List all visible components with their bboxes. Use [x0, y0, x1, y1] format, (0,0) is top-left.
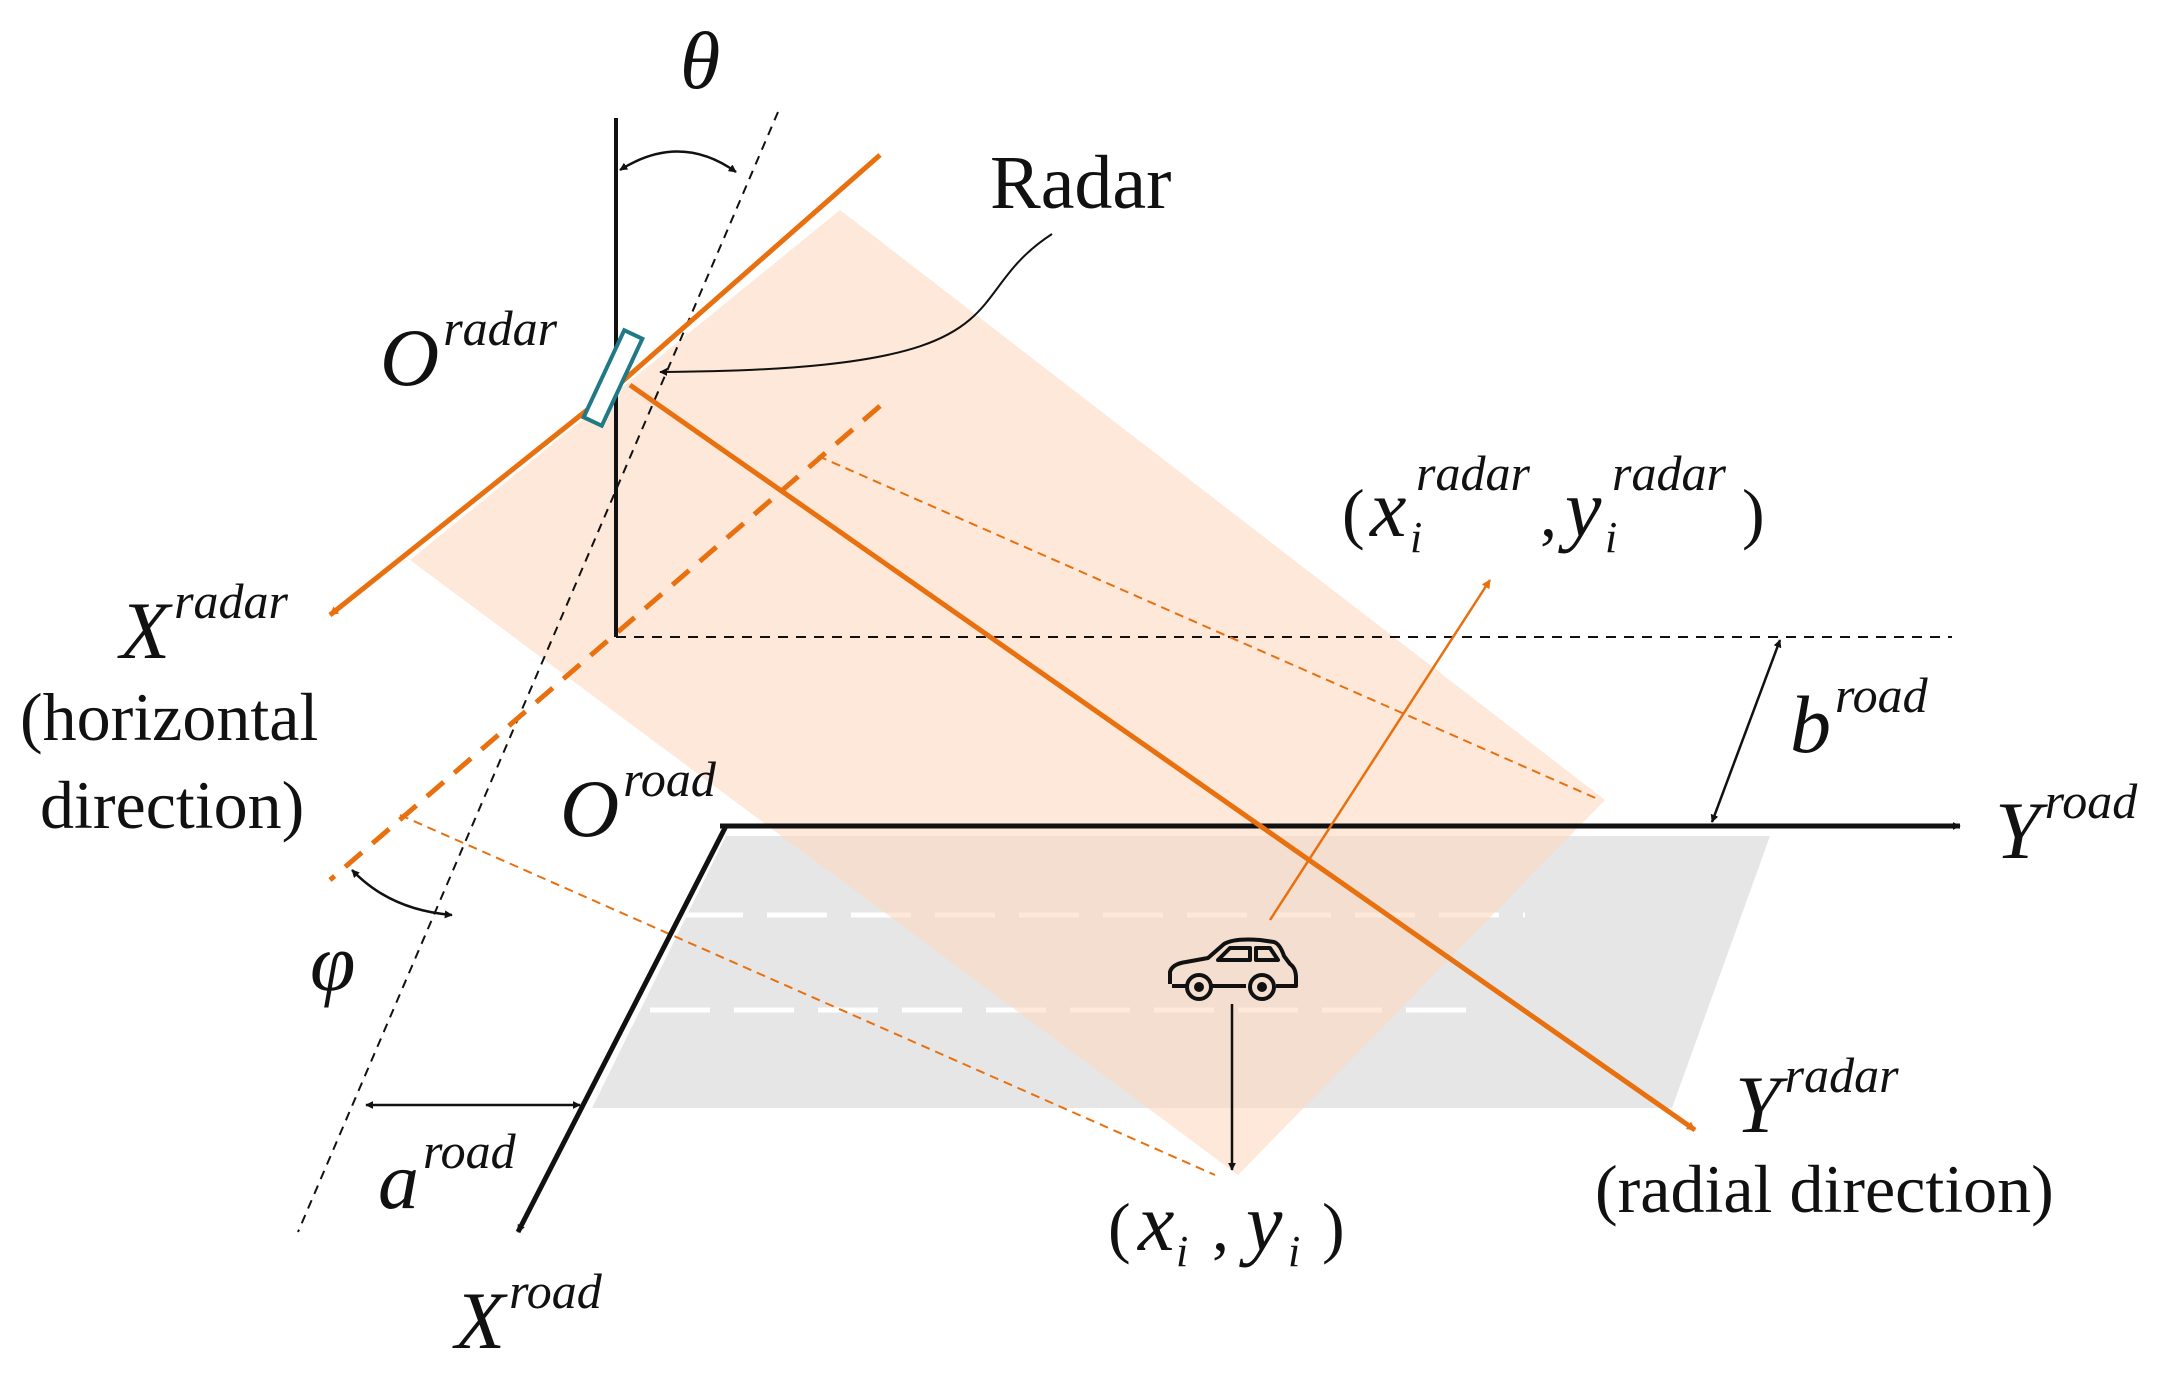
x-radar-axis [328, 385, 618, 617]
radar-point-vector [1268, 579, 1492, 921]
svg-text:i: i [1605, 513, 1617, 562]
b-road-dimension [1710, 639, 1782, 823]
tilt-reference-line [297, 111, 779, 1233]
x-road-axis [515, 824, 729, 1234]
radar-pointer-curve [659, 233, 1053, 376]
svg-text:y: y [1239, 1177, 1283, 1268]
radar-point-label: ( x i radar , y i radar ) [1342, 445, 1765, 562]
y-road-label: Y road [1995, 773, 2138, 876]
b-road-label: b road [1790, 667, 1929, 770]
road-point-label: ( x i , y i ) [1108, 1177, 1345, 1276]
projected-x-radar-axis [328, 404, 882, 882]
svg-text:x: x [1137, 1177, 1174, 1268]
car-icon [1168, 937, 1298, 1001]
svg-text:): ) [1322, 1189, 1345, 1265]
svg-text:(: ( [1342, 475, 1365, 551]
phi-label: φ [310, 917, 355, 1008]
radar-label: Radar [990, 141, 1171, 225]
svg-text:radar: radar [1416, 445, 1530, 501]
y-radar-label: Y radar [1735, 1047, 1899, 1150]
svg-text:(: ( [1108, 1189, 1131, 1265]
a-road-label: a road [378, 1123, 517, 1226]
svg-text:y: y [1558, 463, 1602, 554]
x-radar-note-line2: direction) [40, 767, 304, 843]
svg-text:): ) [1742, 475, 1765, 551]
svg-text:radar: radar [1612, 445, 1726, 501]
x-radar-label: X radar [117, 573, 289, 676]
svg-text:x: x [1369, 463, 1406, 554]
svg-text:i: i [1176, 1227, 1188, 1276]
o-radar-label: O radar [380, 300, 558, 403]
orange-guide-upper [817, 455, 1601, 801]
radar-beam-area [410, 210, 1605, 1175]
phi-angle-arc [351, 869, 453, 919]
theta-angle-arc [619, 150, 737, 174]
x-road-label: X road [452, 1263, 603, 1366]
x-radar-note-line1: (horizontal [20, 679, 318, 755]
o-road-label: O road [560, 751, 717, 854]
orange-guide-lower [399, 814, 1216, 1176]
svg-text:i: i [1288, 1227, 1300, 1276]
theta-label: θ [680, 15, 720, 106]
svg-text:,: , [1212, 1189, 1229, 1265]
radar-sensor-icon [580, 327, 646, 429]
y-radar-note: (radial direction) [1595, 1151, 2054, 1227]
x-radar-axis-upper [614, 153, 882, 389]
y-radar-axis [628, 382, 1697, 1133]
svg-text:,: , [1540, 475, 1557, 551]
svg-text:i: i [1410, 513, 1422, 562]
